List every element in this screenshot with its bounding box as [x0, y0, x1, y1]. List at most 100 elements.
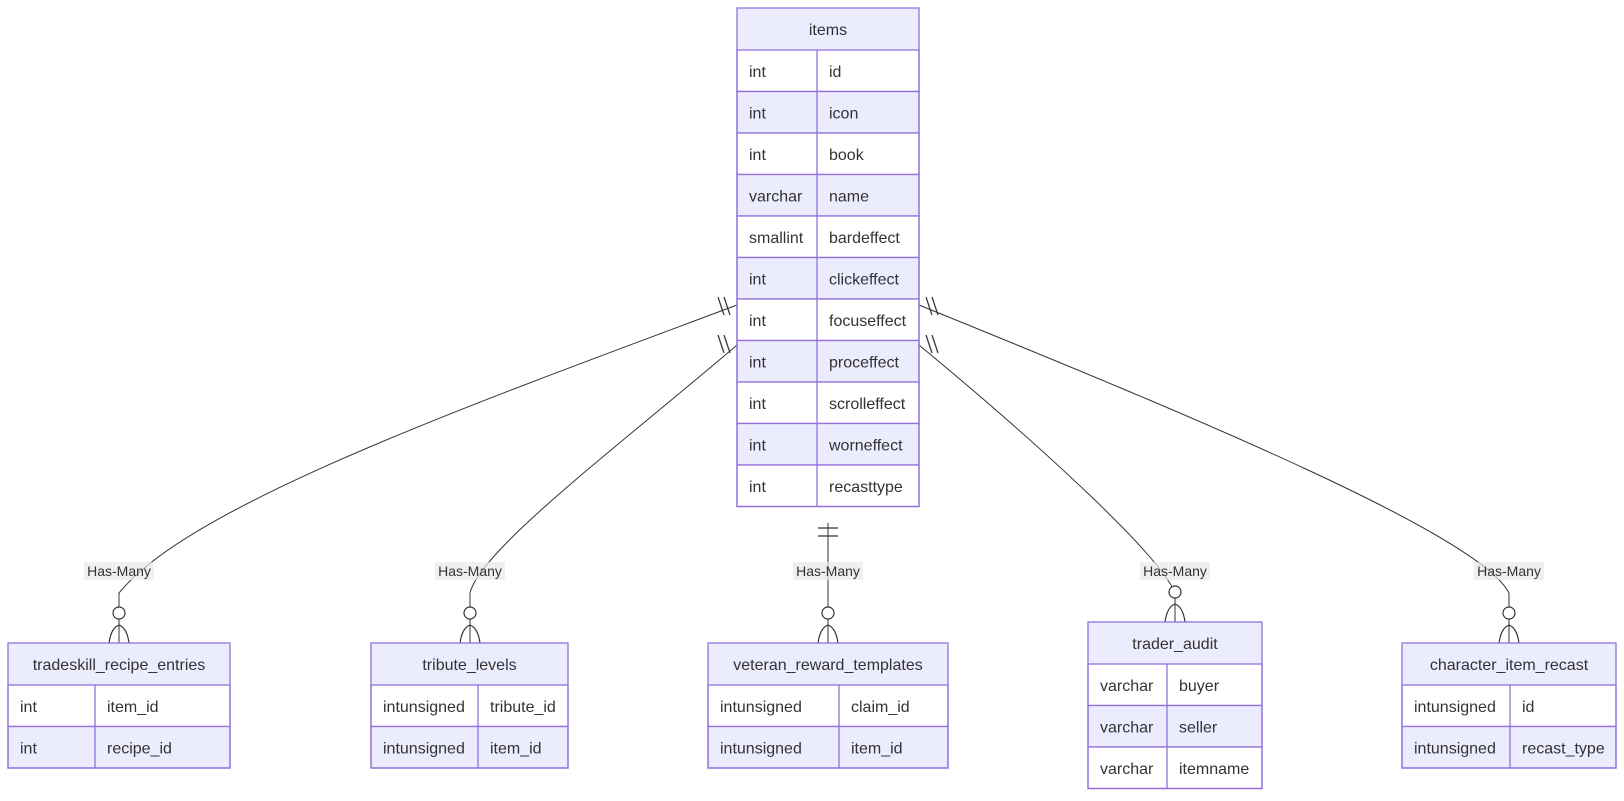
attribute-type: int — [749, 479, 766, 496]
crows-foot-marker — [817, 624, 839, 644]
relationship-label-text: Has-Many — [87, 563, 151, 579]
attribute-row — [1401, 725, 1617, 769]
attribute-type: int — [749, 271, 766, 288]
attribute-type: int — [749, 313, 766, 330]
attribute-type: int — [749, 147, 766, 164]
attribute-row — [370, 725, 569, 769]
crows-foot-marker — [1498, 624, 1520, 644]
relationship-labels: Has-Many Has-Many Has-Many Has-Many Has-Many — [84, 562, 1544, 580]
attribute-type: int — [749, 437, 766, 454]
relationship-label-text: Has-Many — [796, 563, 860, 579]
attribute-row — [1401, 684, 1617, 728]
attribute-type: varchar — [1100, 761, 1154, 778]
relationship-line — [118, 304, 738, 643]
attribute-name: id — [1522, 699, 1534, 716]
attribute-row — [1087, 704, 1263, 748]
relationship-label-text: Has-Many — [438, 563, 502, 579]
entity-character_item_recast: character_item_recast intunsigned id intuns… — [1401, 642, 1617, 769]
crows-foot-marker — [459, 624, 481, 644]
zero-marker — [1168, 585, 1182, 599]
relationship-label: Has-Many — [1140, 562, 1210, 580]
attribute-name: proceffect — [829, 354, 900, 371]
zero-marker — [1502, 606, 1516, 620]
attribute-name: seller — [1179, 719, 1218, 736]
zero-marker — [821, 606, 835, 620]
attribute-name: buyer — [1179, 678, 1220, 695]
attribute-name: tribute_id — [490, 699, 556, 716]
relationship-label-text: Has-Many — [1477, 563, 1541, 579]
attribute-row — [707, 684, 949, 728]
attribute-name: bardeffect — [829, 230, 900, 247]
attribute-type: int — [749, 354, 766, 371]
entity-title: trader_audit — [1132, 636, 1218, 653]
attribute-type: int — [20, 740, 37, 757]
entity-border — [1401, 642, 1617, 769]
attribute-type: intunsigned — [1414, 740, 1496, 757]
attribute-name: item_id — [851, 740, 903, 757]
crows-foot-marker — [1164, 603, 1186, 623]
attribute-name: name — [829, 188, 869, 205]
relationship-trader_audit — [918, 334, 1186, 623]
relationship-veteran_reward_templates — [817, 523, 839, 644]
zero-marker — [463, 606, 477, 620]
attribute-type: varchar — [1100, 678, 1154, 695]
attribute-name: item_id — [107, 699, 159, 716]
attribute-type: intunsigned — [720, 699, 802, 716]
entity-title: character_item_recast — [1430, 657, 1589, 674]
attribute-name: book — [829, 147, 865, 164]
relationship-line — [918, 344, 1176, 622]
attribute-type: intunsigned — [720, 740, 802, 757]
attribute-row — [736, 215, 920, 259]
relationship-label: Has-Many — [1474, 562, 1544, 580]
attribute-name: item_id — [490, 740, 542, 757]
attribute-name: focuseffect — [829, 313, 907, 330]
entity-header — [708, 643, 948, 685]
relationship-label: Has-Many — [435, 562, 505, 580]
entity-header — [8, 643, 230, 685]
attribute-type: intunsigned — [1414, 699, 1496, 716]
attribute-name: scrolleffect — [829, 396, 906, 413]
attribute-row — [736, 298, 920, 342]
entity-border — [707, 642, 949, 769]
entity-header — [1088, 622, 1262, 664]
entity-border — [736, 7, 920, 508]
entity-title: items — [809, 22, 847, 39]
entity-boxes: items int id int icon int book varchar name small… — [7, 7, 1617, 790]
attribute-type: varchar — [749, 188, 803, 205]
relationship-line — [469, 344, 738, 643]
attribute-type: int — [20, 699, 37, 716]
attribute-type: int — [749, 396, 766, 413]
attribute-name: claim_id — [851, 699, 910, 716]
attribute-type: intunsigned — [383, 740, 465, 757]
entity-border — [1087, 621, 1263, 790]
entity-header — [737, 8, 919, 50]
attribute-row — [736, 49, 920, 93]
attribute-type: int — [749, 64, 766, 81]
attribute-row — [736, 339, 920, 383]
attribute-name: recipe_id — [107, 740, 172, 757]
attribute-name: recasttype — [829, 479, 903, 496]
entity-title: veteran_reward_templates — [733, 657, 922, 674]
relationship-label-text: Has-Many — [1143, 563, 1207, 579]
attribute-type: int — [749, 105, 766, 122]
attribute-name: itemname — [1179, 761, 1249, 778]
relationship-label: Has-Many — [84, 562, 154, 580]
entity-title: tradeskill_recipe_entries — [33, 657, 206, 674]
attribute-type: intunsigned — [383, 699, 465, 716]
entity-header — [371, 643, 568, 685]
attribute-type: smallint — [749, 230, 804, 247]
entity-border — [7, 642, 231, 769]
entity-border — [370, 642, 569, 769]
relationship-tradeskill_recipe_entries — [108, 296, 738, 644]
attribute-name: worneffect — [828, 437, 903, 454]
attribute-name: recast_type — [1522, 740, 1605, 757]
entity-title: tribute_levels — [422, 657, 516, 674]
attribute-name: clickeffect — [829, 271, 900, 288]
crows-foot-marker — [108, 624, 130, 644]
attribute-name: icon — [829, 105, 858, 122]
attribute-name: id — [829, 64, 841, 81]
